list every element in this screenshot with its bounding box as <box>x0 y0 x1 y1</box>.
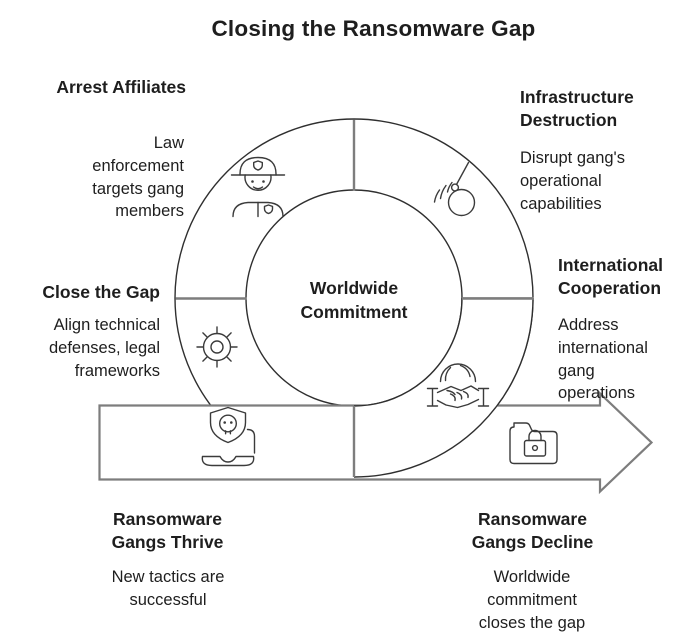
locked-folder-icon <box>509 422 558 465</box>
segment-desc-close-the-gap: Align technical defenses, legal framewor… <box>49 316 160 380</box>
segment-title-international-cooperation: International Cooperation <box>558 255 664 299</box>
timeline-start-title: Ransomware Gangs Thrive <box>111 509 224 553</box>
ransomware-laptop-icon <box>201 406 256 467</box>
center-label: Worldwide Commitment <box>300 278 408 322</box>
segment-title-infrastructure-destruction: Infrastructure Destruction <box>520 87 634 131</box>
timeline-start-desc: New tactics are successful <box>111 568 225 609</box>
timeline-end-desc: Worldwide commitment closes the gap <box>478 568 586 632</box>
bottom-dividers <box>352 297 534 477</box>
ring-bottom-right-sector <box>354 298 533 477</box>
ship-wheel-icon <box>196 326 238 368</box>
page-title: Closing the Ransomware Gap <box>211 16 536 41</box>
segment-desc-arrest-affiliates: Law enforcement targets gang members <box>92 134 184 221</box>
diagram-icons <box>196 156 558 467</box>
wrecking-ball-icon <box>433 161 476 217</box>
segment-desc-international-cooperation: Address international gang operations <box>558 316 648 403</box>
police-officer-icon <box>230 156 286 218</box>
timeline-end-title: Ransomware Gangs Decline <box>471 509 594 553</box>
handshake-globe-icon <box>426 363 490 409</box>
segment-desc-infrastructure-destruction: Disrupt gang's operational capabilities <box>520 149 625 213</box>
segment-title-arrest-affiliates: Arrest Affiliates <box>56 77 186 97</box>
ring-bottom-right-arcs <box>353 297 534 478</box>
segment-title-close-the-gap: Close the Gap <box>42 282 160 302</box>
